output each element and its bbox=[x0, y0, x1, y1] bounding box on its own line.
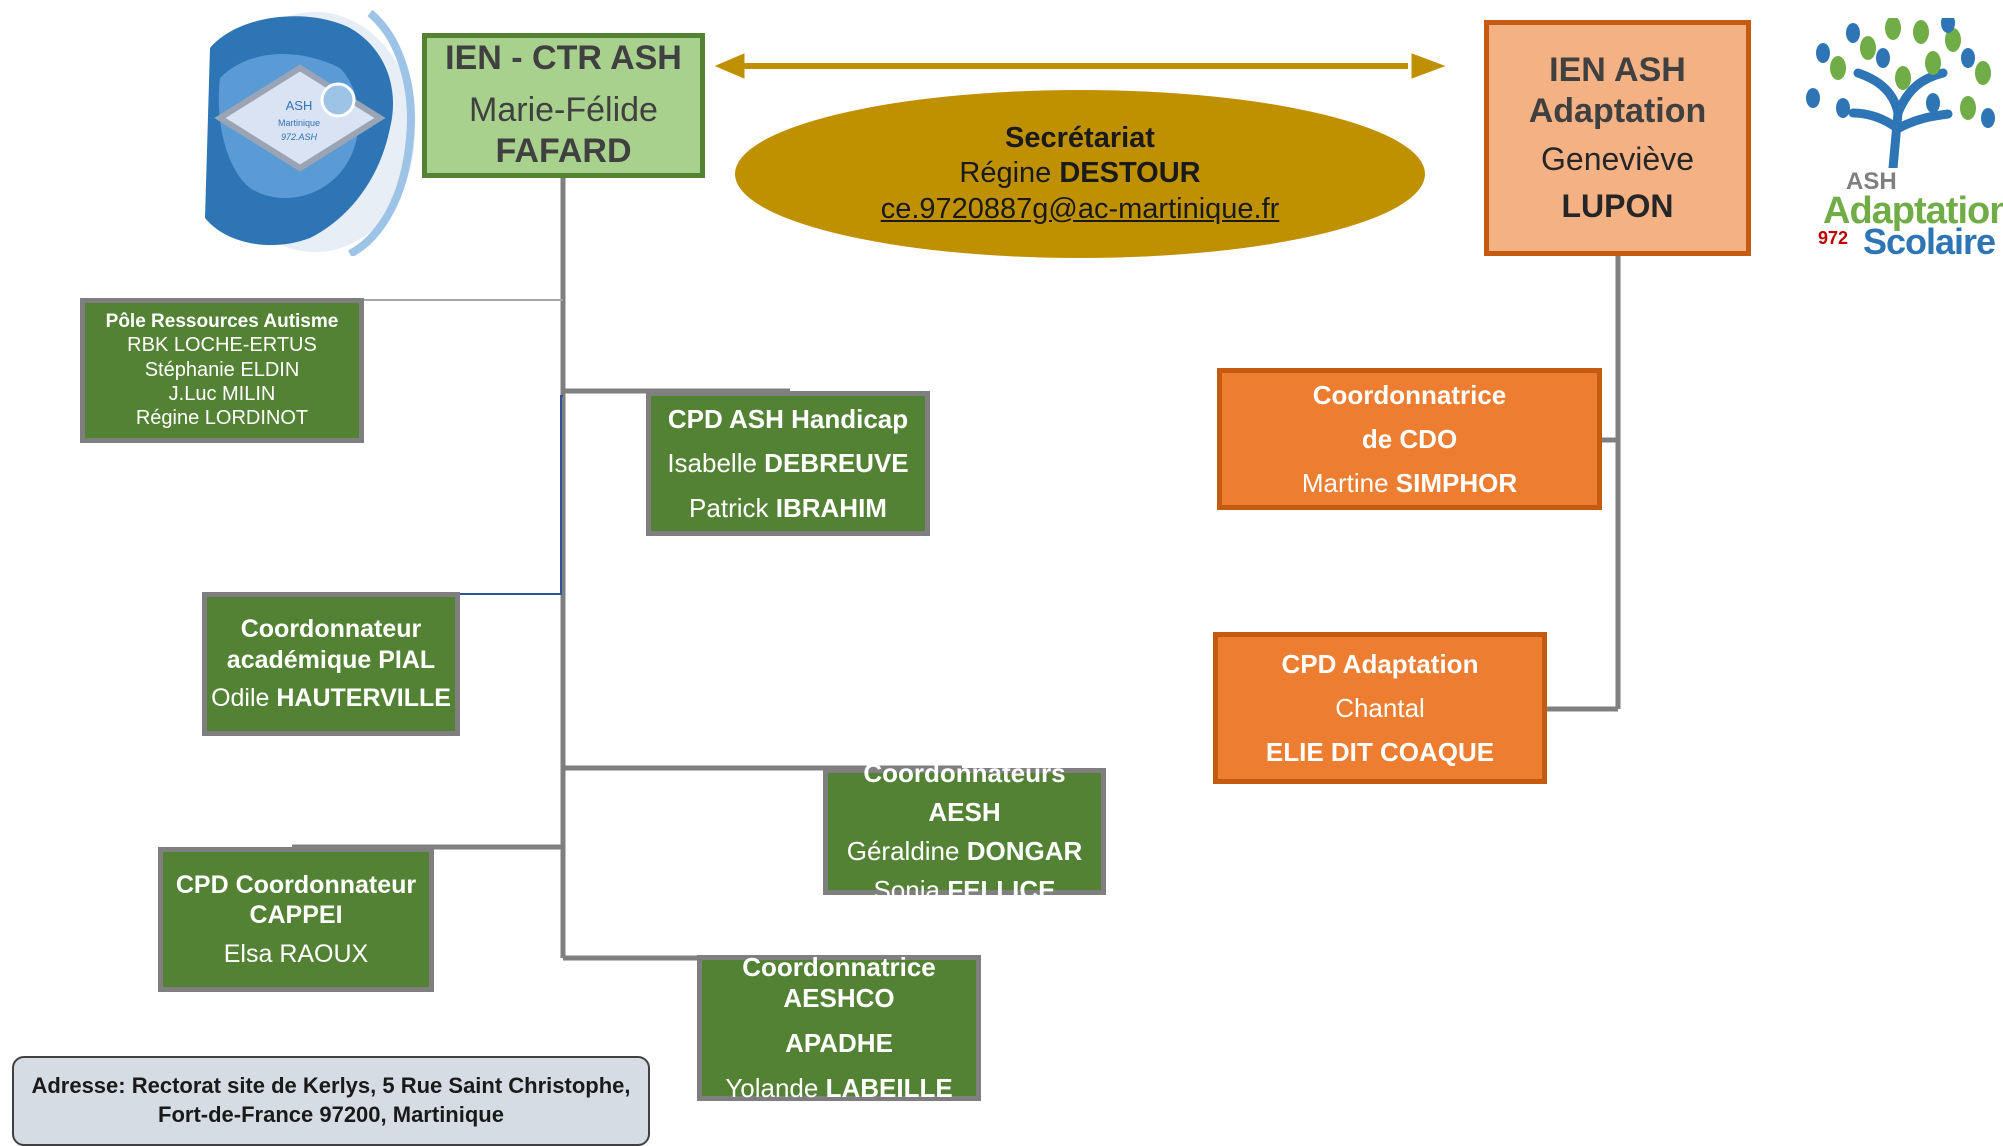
person-first-name: Marie-Félide bbox=[469, 90, 658, 129]
box-title-line1: Coordonnatrice bbox=[1312, 379, 1507, 410]
address-line2: Fort-de-France 97200, Martinique bbox=[158, 1101, 504, 1127]
box-title: Coordonnateurs AESH bbox=[863, 757, 1066, 827]
person-last-name: HAUTERVILLE bbox=[276, 684, 451, 713]
person-last-name: FAFARD bbox=[495, 132, 632, 171]
cpd-coordonnateur-cappei-box: CPD Coordonnateur CAPPEI Elsa RAOUX bbox=[158, 847, 434, 992]
logo-text-scolaire: Scolaire bbox=[1863, 221, 1996, 262]
person-name: Géraldine DONGAR bbox=[847, 832, 1083, 871]
ien-ash-adaptation-box: IEN ASH Adaptation Geneviève LUPON bbox=[1484, 20, 1751, 256]
box-title: Pôle Ressources Autisme bbox=[105, 311, 339, 333]
box-title-line1: IEN ASH bbox=[1549, 50, 1686, 89]
cpd-adaptation-box: CPD Adaptation Chantal ELIE DIT COAQUE bbox=[1213, 632, 1547, 784]
person-name: Martine SIMPHOR bbox=[1302, 461, 1517, 505]
box-title-line1: Coordonnateur bbox=[240, 615, 422, 644]
box-title-line3: APADHE bbox=[785, 1028, 893, 1058]
person-first-name: Isabelle bbox=[667, 448, 765, 479]
box-title-line2: Adaptation bbox=[1528, 91, 1707, 130]
person-name: Patrick IBRAHIM bbox=[689, 486, 887, 530]
logo-text-martinique: Martinique bbox=[278, 118, 320, 128]
logo-text-ash: ASH bbox=[1846, 168, 1897, 195]
double-arrow bbox=[714, 53, 1446, 79]
person-name: Yolande LABEILLE bbox=[725, 1073, 952, 1104]
ien-ctr-ash-box: IEN - CTR ASH Marie-Félide FAFARD bbox=[422, 33, 705, 178]
logo-text-code: 972.ASH bbox=[281, 132, 318, 142]
box-title: Secrétariat bbox=[1005, 121, 1155, 154]
pole-ressources-autisme-box: Pôle Ressources Autisme RBK LOCHE-ERTUS … bbox=[80, 298, 364, 443]
logo-text-ash: ASH bbox=[286, 98, 313, 113]
box-title: CPD ASH Handicap bbox=[667, 404, 909, 435]
person-first-name: Sonia bbox=[873, 874, 948, 905]
coordonnatrice-cdo-box: Coordonnatrice de CDO Martine SIMPHOR bbox=[1217, 368, 1602, 510]
person-last-name: LUPON bbox=[1561, 188, 1674, 225]
person-first-name: Chantal bbox=[1335, 692, 1425, 723]
person-name: Régine DESTOUR bbox=[959, 156, 1200, 191]
person-last-name: LABEILLE bbox=[825, 1073, 953, 1104]
person-name: Isabelle DEBREUVE bbox=[667, 441, 908, 485]
logo-text-972: 972 bbox=[1818, 228, 1849, 248]
box-title-line2: de CDO bbox=[1361, 423, 1458, 454]
secretariat-ellipse: Secrétariat Régine DESTOUR ce.9720887g@a… bbox=[735, 90, 1425, 258]
person-first-name: Martine bbox=[1301, 468, 1396, 499]
person-name: Elsa RAOUX bbox=[223, 939, 369, 968]
person-first-name: Géraldine bbox=[846, 835, 967, 866]
person-first-name: Régine bbox=[959, 157, 1060, 190]
person-last-name: DEBREUVE bbox=[764, 448, 909, 479]
person-name: Odile HAUTERVILLE bbox=[211, 683, 451, 714]
box-title-line2: AESHCO bbox=[783, 982, 895, 1013]
ash-martinique-logo: ASH Martinique 972.ASH bbox=[200, 8, 420, 258]
box-title-line1: Coordonnatrice bbox=[742, 951, 936, 982]
coordonnatrice-aeshco-box: Coordonnatrice AESHCO APADHE Yolande LAB… bbox=[697, 951, 981, 1104]
address-box: Adresse: Rectorat site de Kerlys, 5 Rue … bbox=[12, 1056, 650, 1146]
box-title: IEN - CTR ASH bbox=[445, 39, 682, 78]
person-name: Sonia FELLICE bbox=[873, 871, 1055, 910]
person-last-name: SIMPHOR bbox=[1395, 468, 1518, 499]
member-name: RBK LOCHE-ERTUS bbox=[127, 334, 317, 357]
person-first-name: Patrick bbox=[689, 492, 776, 523]
email-link[interactable]: ce.9720887g@ac-martinique.fr bbox=[880, 192, 1280, 225]
person-first-name: Yolande bbox=[725, 1073, 826, 1104]
adaptation-scolaire-logo: ASH Adaptation 972 Scolaire bbox=[1793, 18, 2003, 263]
person-last-name: DESTOUR bbox=[1059, 157, 1201, 190]
coordonnateur-pial-box: Coordonnateur académique PIAL Odile HAUT… bbox=[202, 592, 460, 736]
box-title: CPD Adaptation bbox=[1281, 648, 1479, 679]
box-title-line2: CAPPEI bbox=[249, 901, 343, 930]
box-title-line2: académique PIAL bbox=[226, 645, 436, 674]
address-line1: Adresse: Rectorat site de Kerlys, 5 Rue … bbox=[31, 1073, 631, 1098]
cpd-ash-handicap-box: CPD ASH Handicap Isabelle DEBREUVE Patri… bbox=[646, 391, 930, 536]
link-coord-pial bbox=[460, 395, 563, 595]
person-last-name: DONGAR bbox=[966, 835, 1083, 866]
person-first-name: Odile bbox=[211, 684, 277, 713]
person-last-name: ELIE DIT COAQUE bbox=[1265, 737, 1495, 768]
person-first-name: Geneviève bbox=[1541, 141, 1694, 178]
coordonnateurs-aesh-box: Coordonnateurs AESH Géraldine DONGAR Son… bbox=[823, 758, 1106, 905]
member-name: J.Luc MILIN bbox=[168, 383, 276, 406]
member-name: Régine LORDINOT bbox=[135, 407, 309, 430]
person-last-name: FELLICE bbox=[947, 874, 1056, 905]
logo-text-adaptation: Adaptation bbox=[1823, 190, 2003, 232]
person-last-name: IBRAHIM bbox=[775, 492, 887, 523]
member-name: Stéphanie ELDIN bbox=[144, 358, 300, 381]
box-title-line1: CPD Coordonnateur bbox=[175, 870, 417, 899]
